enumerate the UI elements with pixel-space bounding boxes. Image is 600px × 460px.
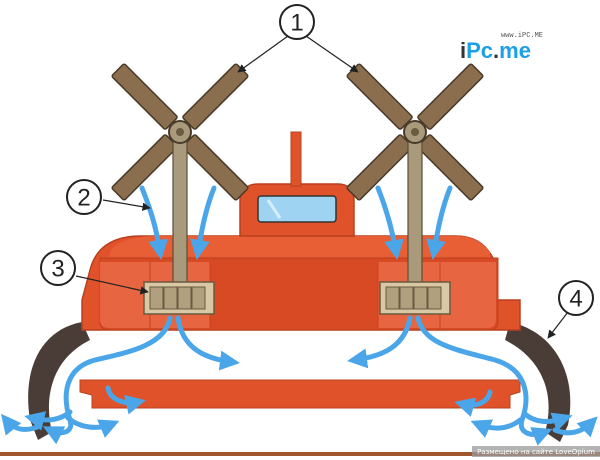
air-outflow-arrow (347, 315, 413, 369)
ground-line (0, 452, 600, 456)
air-outflow-arrow (522, 411, 573, 432)
callout-2: 2 (66, 179, 102, 215)
leader-4 (547, 311, 569, 339)
air-outflow-arrow (415, 315, 553, 446)
air-outflow-arrow (65, 415, 120, 438)
air-outflow-arrow (454, 389, 493, 417)
air-outflow-arrow (105, 385, 146, 415)
logo-me: me (499, 38, 531, 63)
logo-dot: . (493, 38, 499, 63)
leader-1b (305, 35, 359, 73)
air-outflow-arrow (470, 417, 523, 438)
air-outflow-arrow (0, 413, 43, 436)
callout-4-label: 4 (569, 286, 582, 313)
callout-2-label: 2 (77, 185, 90, 212)
propeller-right (346, 63, 484, 201)
callout-3-label: 3 (51, 256, 64, 283)
hub-center-right (411, 128, 419, 136)
shaft-left (172, 139, 188, 287)
air-outflow-arrow (24, 409, 73, 431)
callout-4: 4 (558, 280, 594, 316)
air-outflow-arrow (175, 315, 240, 371)
callout-leaders (75, 35, 569, 339)
leader-3 (75, 275, 149, 295)
logo-pc: Pc (466, 38, 493, 63)
fan-box-right (379, 281, 451, 315)
fan-right (346, 63, 484, 315)
watermark-bg (472, 446, 600, 457)
footer-watermark: Размещено на сайте LoveOpium (477, 448, 595, 456)
window-glare (266, 199, 282, 219)
leader-2 (102, 199, 151, 211)
logo-wordmark: iPc.me (460, 38, 531, 63)
skirt-right (505, 322, 571, 442)
callout-3: 3 (40, 250, 76, 286)
logo-url: www.iPC.ME (501, 32, 543, 40)
air-outflow-arrow (552, 416, 598, 438)
air-outflow-arrow (42, 315, 173, 445)
mast (290, 131, 302, 187)
air-intake-arrow (190, 185, 217, 260)
air-cushion-plate (79, 379, 521, 409)
propeller-left (111, 63, 249, 201)
leader-1a (237, 35, 289, 73)
fan-box-left (143, 281, 215, 315)
air-intake-arrow (426, 185, 453, 260)
site-logo: www.iPC.ME iPc.me (460, 32, 543, 63)
callout-1-label: 1 (290, 10, 303, 37)
air-intake-arrow (375, 185, 404, 260)
shaft-right (407, 139, 423, 287)
logo-i: i (460, 38, 466, 63)
air-intake-arrow (139, 185, 169, 260)
callout-1: 1 (279, 4, 315, 40)
skirt-left (28, 322, 90, 440)
airflow (0, 185, 598, 446)
hub-center-left (176, 128, 184, 136)
fan-left (111, 63, 249, 315)
